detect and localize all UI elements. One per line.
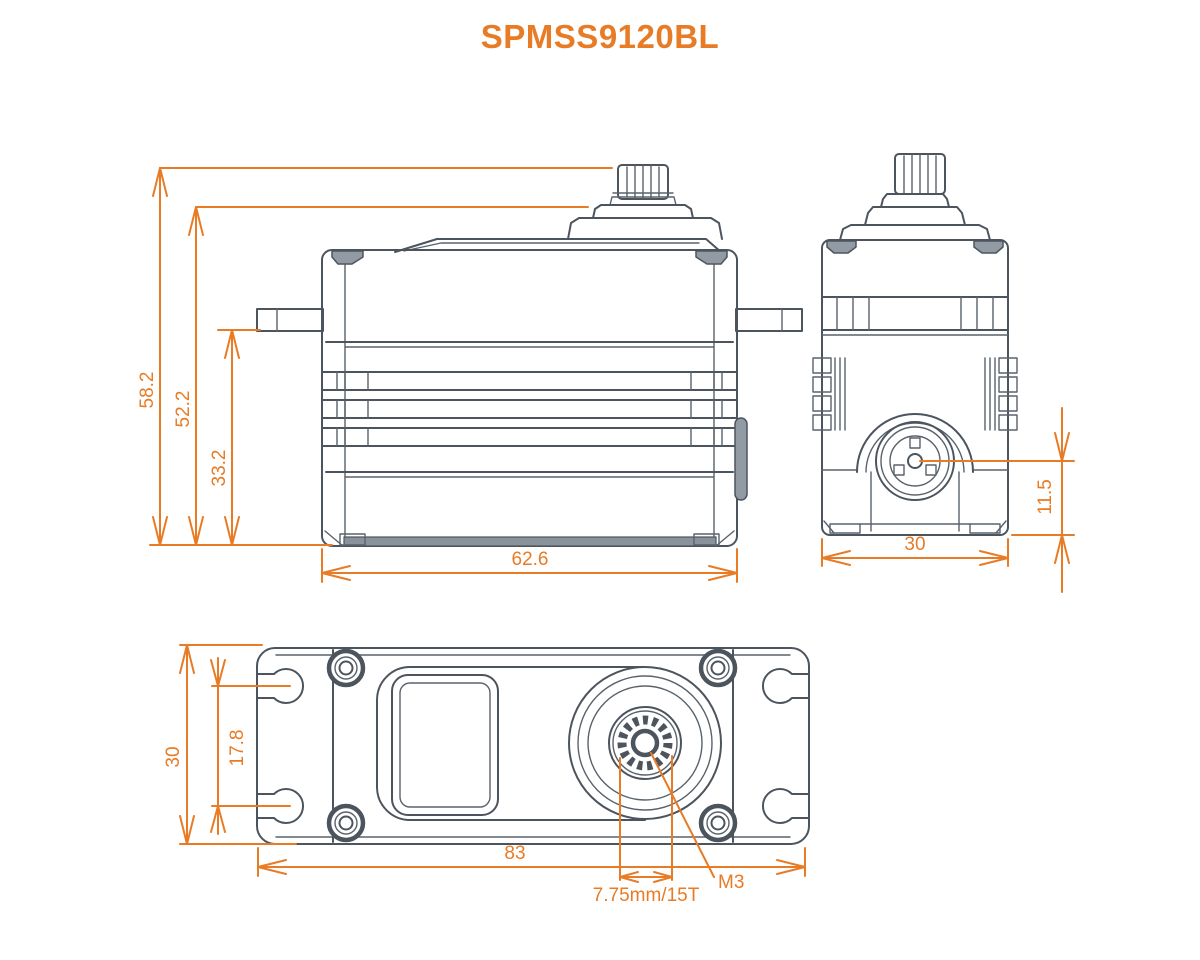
dim-tab-slot-spacing: 17.8 [227, 730, 248, 767]
label-area [391, 674, 499, 816]
spline-gear [617, 715, 673, 771]
dim-case-width: 30 [904, 534, 925, 555]
side-dome [856, 413, 974, 473]
top-view [256, 647, 810, 845]
top-outline [256, 647, 810, 845]
side-body [821, 239, 1009, 536]
screw [326, 803, 366, 843]
mounting-slots [256, 668, 810, 824]
dim-screw-thread: M3 [718, 872, 744, 893]
output-gear [568, 666, 722, 820]
side-ribs [812, 357, 1018, 431]
side-view-dimensions: 30 11.5 [821, 407, 1075, 593]
front-corner-block-left [331, 250, 364, 265]
dim-spline: 7.75mm/15T [593, 885, 700, 906]
screw [698, 648, 738, 688]
front-connector-bump [734, 417, 748, 501]
front-bottom-plate [343, 536, 717, 547]
case-screws [326, 648, 738, 843]
dim-upper-height: 52.2 [173, 391, 194, 428]
front-corner-block-right [695, 250, 728, 265]
front-view [256, 164, 803, 547]
dim-total-height: 58.2 [137, 372, 158, 409]
top-view-dimensions: 30 17.8 83 7.75mm/15T M3 [163, 644, 806, 906]
m3-hole [630, 728, 660, 758]
page-title: SPMSS9120BL [481, 18, 719, 55]
screw [326, 648, 366, 688]
dim-overall-length: 83 [504, 843, 525, 864]
front-view-dimensions: 58.2 52.2 33.2 62.6 [137, 167, 738, 583]
front-tab-right [735, 308, 803, 332]
screw [698, 803, 738, 843]
front-cooling-fins [321, 371, 738, 447]
front-spline-shaft [617, 164, 669, 200]
dim-bottom-to-center: 11.5 [1035, 479, 1056, 515]
front-body [321, 249, 738, 547]
dim-body-height: 33.2 [209, 450, 230, 487]
front-tab-left [256, 308, 324, 332]
dim-body-width: 62.6 [512, 549, 549, 570]
dim-case-depth: 30 [163, 746, 184, 767]
side-view [812, 153, 1018, 536]
